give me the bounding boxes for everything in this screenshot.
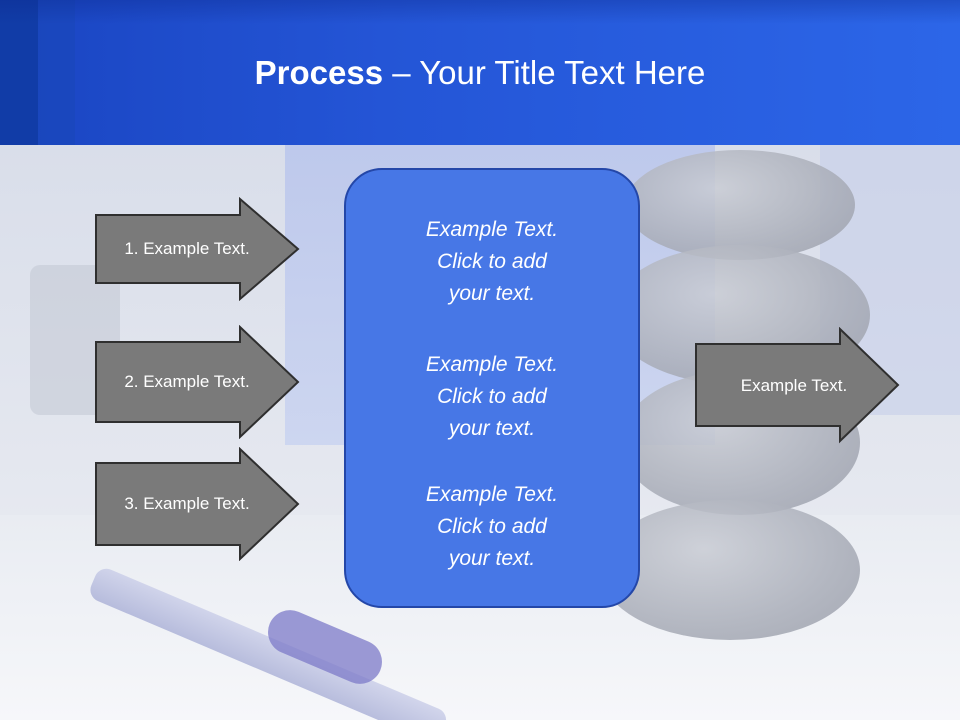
header-accent-band: [0, 0, 38, 145]
center-text-box[interactable]: Example Text. Click to add your text. Ex…: [344, 168, 640, 608]
block-1-line-2: Click to add: [437, 250, 547, 273]
stone-bottom: [600, 500, 860, 640]
title-bold: Process: [254, 54, 384, 91]
text-block-1[interactable]: Example Text. Click to add your text.: [346, 214, 638, 310]
left-arrow-3-label: 3. Example Text.: [124, 494, 250, 513]
block-2-line-3: your text.: [448, 417, 536, 440]
arrow-shape: [695, 327, 900, 444]
slide-title[interactable]: Process – Your Title Text Here: [0, 54, 960, 92]
block-2-line-1: Example Text.: [425, 353, 559, 376]
left-arrow-1-label: 1. Example Text.: [124, 239, 250, 258]
title-rest: – Your Title Text Here: [383, 54, 706, 91]
arrow-shape: [95, 447, 300, 561]
block-2-line-2: Click to add: [437, 385, 547, 408]
left-arrow-1[interactable]: 1. Example Text.: [94, 197, 300, 301]
left-arrow-2[interactable]: 2. Example Text.: [94, 325, 300, 439]
arrow-shape: [95, 325, 300, 439]
block-3-line-2: Click to add: [437, 515, 547, 538]
arrow-shape: [95, 197, 300, 301]
block-1-line-3: your text.: [448, 282, 536, 305]
block-3-line-1: Example Text.: [425, 483, 559, 506]
right-arrow-label: Example Text.: [740, 376, 848, 395]
left-arrow-3[interactable]: 3. Example Text.: [94, 447, 300, 561]
text-block-3[interactable]: Example Text. Click to add your text.: [346, 479, 638, 575]
right-arrow[interactable]: Example Text.: [694, 327, 900, 445]
header-accent-band-light: [38, 0, 75, 145]
left-arrow-2-label: 2. Example Text.: [124, 372, 250, 391]
block-1-line-1: Example Text.: [425, 218, 559, 241]
header-shade: [0, 0, 960, 24]
block-3-line-3: your text.: [448, 547, 536, 570]
title-bar: Process – Your Title Text Here: [0, 0, 960, 145]
text-block-2[interactable]: Example Text. Click to add your text.: [346, 349, 638, 445]
stone-top: [625, 150, 855, 260]
